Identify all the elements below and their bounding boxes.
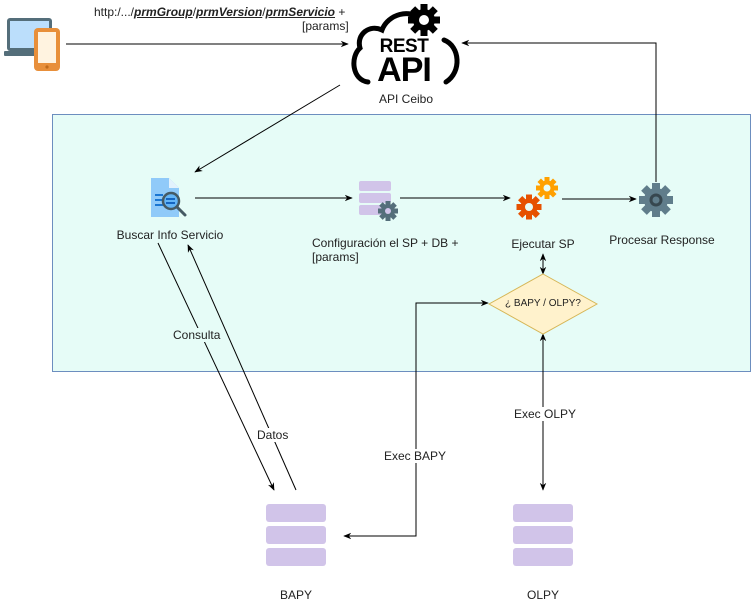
gear-icon [408, 4, 440, 36]
edge-label-datos: Datos [256, 428, 290, 442]
config-label-line2: [params] [312, 250, 359, 264]
url-version-param: prmVersion [196, 5, 263, 19]
request-params-label: [params] [302, 19, 349, 33]
request-url-label: http:/.../prmGroup/prmVersion/prmServici… [94, 5, 345, 19]
rest-api-cloud-icon[interactable]: REST API [350, 2, 462, 92]
database-icon[interactable] [265, 503, 327, 569]
edge-consulta [157, 242, 275, 491]
edge-label-consulta: Consulta [172, 328, 222, 342]
url-group-param: prmGroup [134, 5, 193, 19]
edge-procesar-to-api [461, 39, 657, 182]
edge-datos [187, 244, 297, 491]
edge-label-exec-olpy: Exec OLPY [513, 407, 578, 421]
url-service-param: prmServicio [265, 5, 336, 19]
cloud-outline-icon [351, 4, 460, 85]
decision-diamond[interactable] [488, 273, 598, 335]
gears-icon[interactable] [514, 176, 562, 224]
database-gear-icon[interactable] [358, 180, 400, 224]
gear-icon[interactable] [638, 182, 674, 218]
ejecutar-sp-label: Ejecutar SP [511, 237, 575, 251]
decision-label: ¿ BAPY / OLPY? [505, 298, 581, 309]
url-sep: / [262, 5, 266, 19]
rest-text: REST [379, 36, 429, 57]
edge-api-to-buscar [194, 84, 341, 173]
bapy-label: BAPY [279, 588, 313, 602]
url-suffix: + [335, 5, 346, 19]
procesar-response-label: Procesar Response [609, 233, 715, 247]
laptop-phone-icon [4, 18, 60, 71]
document-search-icon[interactable] [149, 177, 191, 221]
olpy-label: OLPY [526, 588, 560, 602]
api-label: API Ceibo [378, 92, 434, 106]
url-sep: / [192, 5, 197, 19]
edge-label-exec-bapy: Exec BAPY [383, 449, 448, 463]
config-label-line1: Configuración el SP + DB + [312, 236, 459, 250]
edge-exec-bapy [343, 299, 489, 540]
api-text: API [377, 51, 432, 89]
database-icon[interactable] [512, 503, 574, 569]
url-prefix: http:/.../ [94, 5, 135, 19]
buscar-info-servicio-label: Buscar Info Servicio [116, 228, 224, 242]
